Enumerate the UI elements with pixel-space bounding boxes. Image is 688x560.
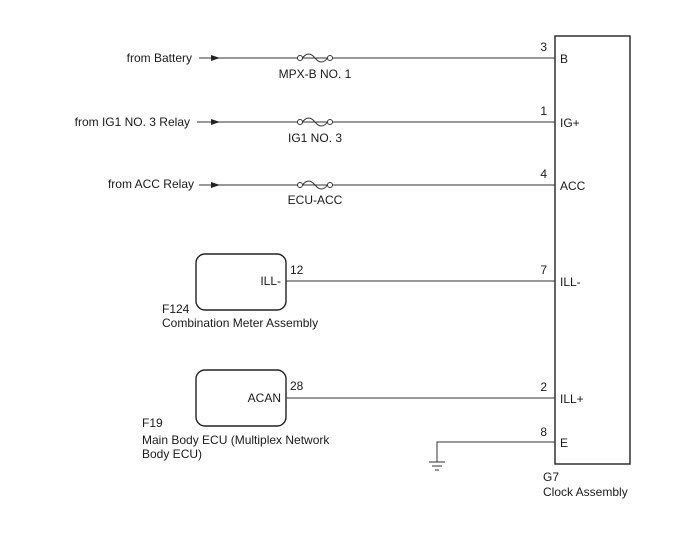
- meter-name: Combination Meter Assembly: [162, 316, 318, 330]
- pin-e-label: E: [560, 436, 568, 450]
- fuse-ig1-symbol: [297, 117, 333, 127]
- ecu-pin-label: ACAN: [248, 391, 281, 405]
- pin-ig-number: 1: [540, 104, 547, 118]
- fuse-mpxb-label: MPX-B NO. 1: [279, 67, 352, 81]
- arrow-ig1: [211, 119, 220, 125]
- pin-acc-number: 4: [540, 167, 547, 181]
- fuse-ecuacc-label: ECU-ACC: [288, 193, 343, 207]
- pin-acc-label: ACC: [560, 179, 586, 193]
- pin-illm-number: 7: [540, 263, 547, 277]
- pin-illp-label: ILL+: [560, 392, 584, 406]
- ecu-code: F19: [142, 416, 163, 430]
- pin-b-number: 3: [540, 40, 547, 54]
- combination-meter-box: [195, 253, 287, 311]
- pin-e-number: 8: [540, 425, 547, 439]
- ground-icon: [429, 461, 445, 471]
- ecu-name-line1: Main Body ECU (Multiplex Network: [142, 433, 330, 447]
- meter-pin-number: 12: [290, 263, 304, 277]
- arrow-battery: [211, 55, 220, 61]
- wire-ground: [436, 441, 555, 462]
- clock-name: Clock Assembly: [543, 485, 628, 499]
- arrow-acc: [211, 182, 220, 188]
- ecu-pin-number: 28: [290, 379, 304, 393]
- fuse-mpxb-symbol: [297, 53, 333, 63]
- source-battery-label: from Battery: [127, 51, 192, 65]
- fuse-ig1-label: IG1 NO. 3: [288, 131, 342, 145]
- pin-ig-label: IG+: [560, 116, 580, 130]
- clock-code: G7: [543, 470, 559, 484]
- source-acc-label: from ACC Relay: [108, 177, 194, 191]
- pin-b-label: B: [560, 52, 568, 66]
- source-ig1-label: from IG1 NO. 3 Relay: [75, 115, 190, 129]
- clock-assembly-box: [554, 35, 631, 465]
- pin-illm-label: ILL-: [560, 275, 581, 289]
- meter-pin-label: ILL-: [260, 274, 281, 288]
- ecu-name-line2: Body ECU): [142, 447, 202, 461]
- fuse-ecuacc-symbol: [297, 180, 333, 190]
- meter-code: F124: [162, 302, 190, 316]
- pin-illp-number: 2: [540, 380, 547, 394]
